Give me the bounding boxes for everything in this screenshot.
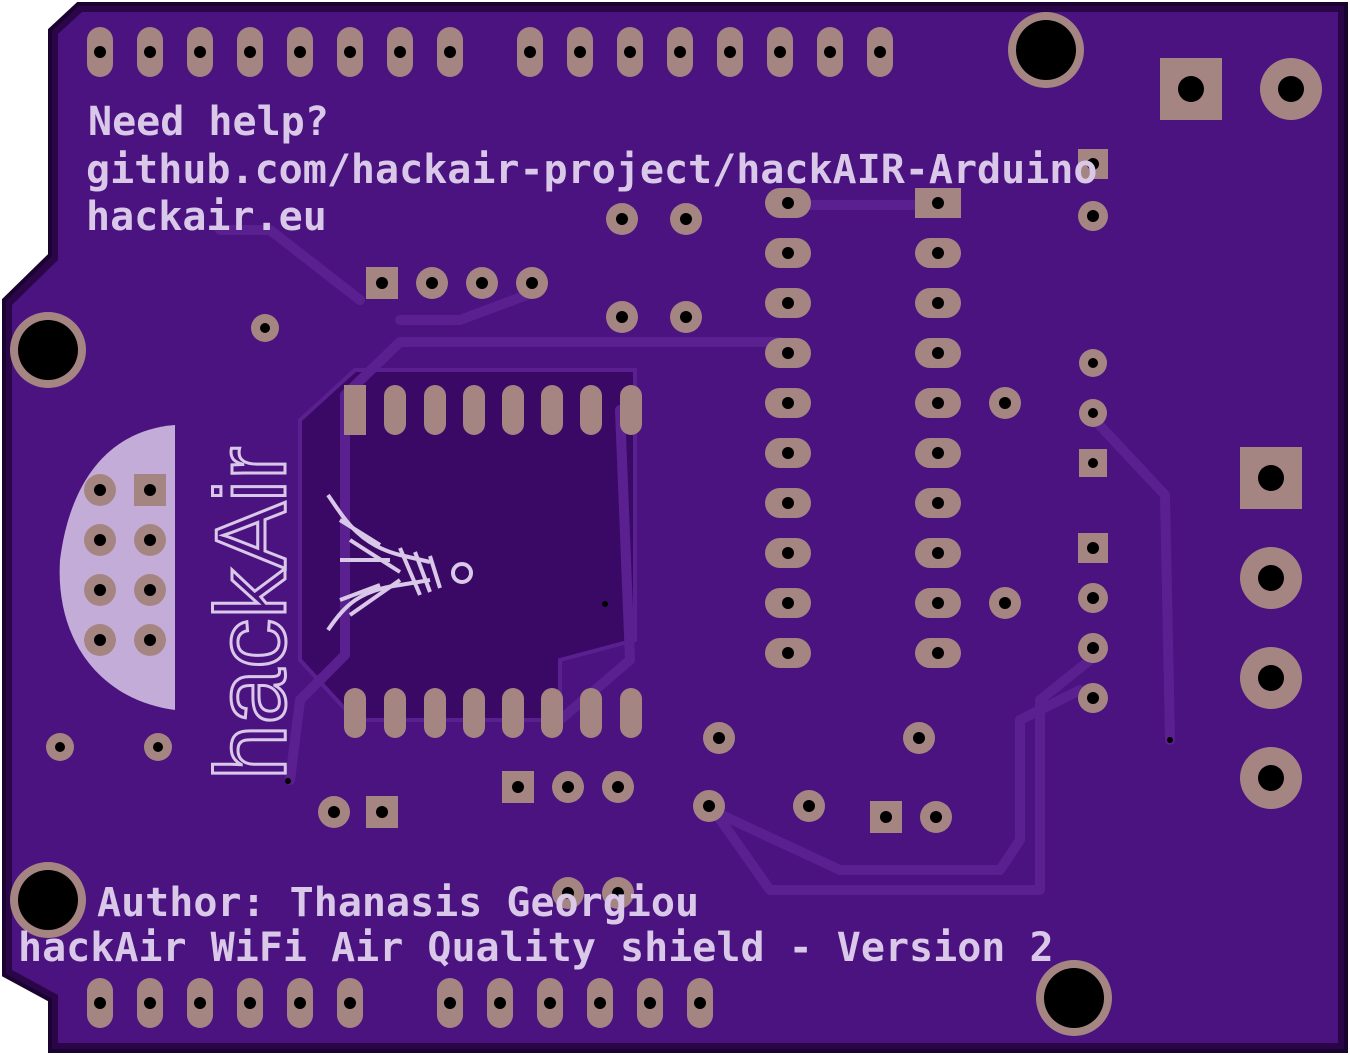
chip-pads-top [344,385,642,435]
bottom-header-holes [94,997,706,1009]
top-header-holes [94,46,886,58]
misc-holes [55,158,1173,899]
terminal-block [1240,447,1302,809]
site-line-text: hackair.eu [86,194,327,240]
misc-pads [46,149,1108,909]
four-pin-header [366,267,548,299]
author-line-text: Author: Thanasis Georgiou [97,880,699,926]
chip-pads-bottom [344,688,642,738]
header-pads-over-logo [84,474,166,656]
logo-vertical-text: hackAir [195,447,307,780]
power-connector [1160,58,1322,120]
repo-line-text: github.com/hackair-project/hackAIR-Ardui… [86,147,1097,193]
mounting-holes [10,12,1112,1036]
shuttlecock-graphic [326,493,473,632]
shield-line-text: hackAir WiFi Air Quality shield - Versio… [18,925,1054,971]
copper-pour [12,12,1338,1043]
help-line-text: Need help? [88,99,329,145]
dip-socket-holes [782,197,944,659]
